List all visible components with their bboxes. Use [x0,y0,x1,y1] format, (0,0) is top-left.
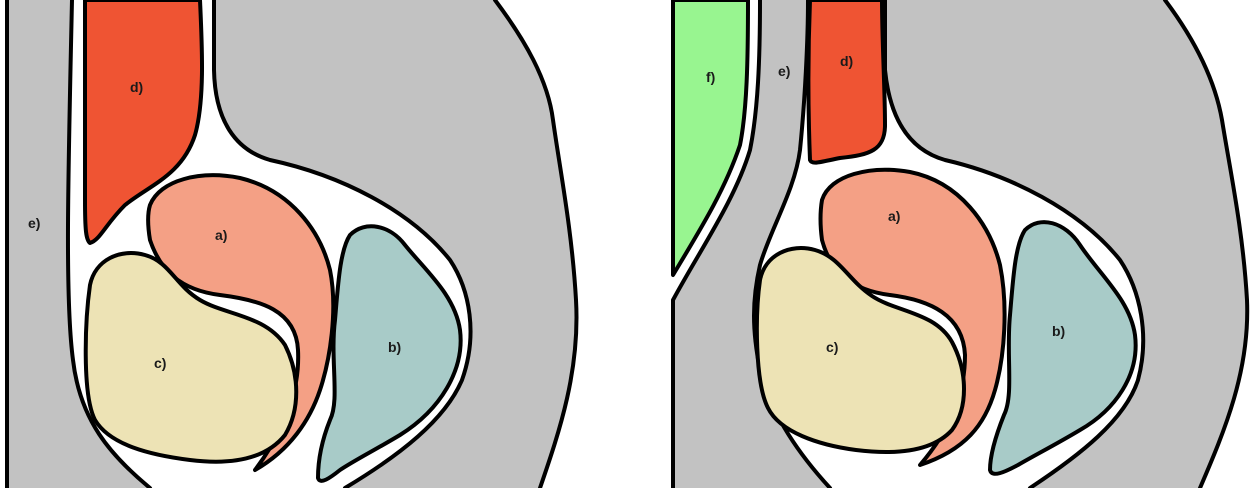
left-label-d: d) [130,79,143,95]
right-panel: f) d) e) a) b) c) [673,0,1247,488]
left-label-a: a) [215,227,227,243]
right-label-e: e) [778,63,790,79]
right-region-d [809,0,886,163]
left-label-e: e) [28,215,40,231]
left-panel: d) a) b) c) e) [7,0,577,488]
right-label-a: a) [888,208,900,224]
left-label-c: c) [154,355,166,371]
right-label-d: d) [840,53,853,69]
right-label-c: c) [826,339,838,355]
left-label-b: b) [388,339,401,355]
right-label-b: b) [1052,323,1065,339]
right-label-f: f) [706,69,715,85]
